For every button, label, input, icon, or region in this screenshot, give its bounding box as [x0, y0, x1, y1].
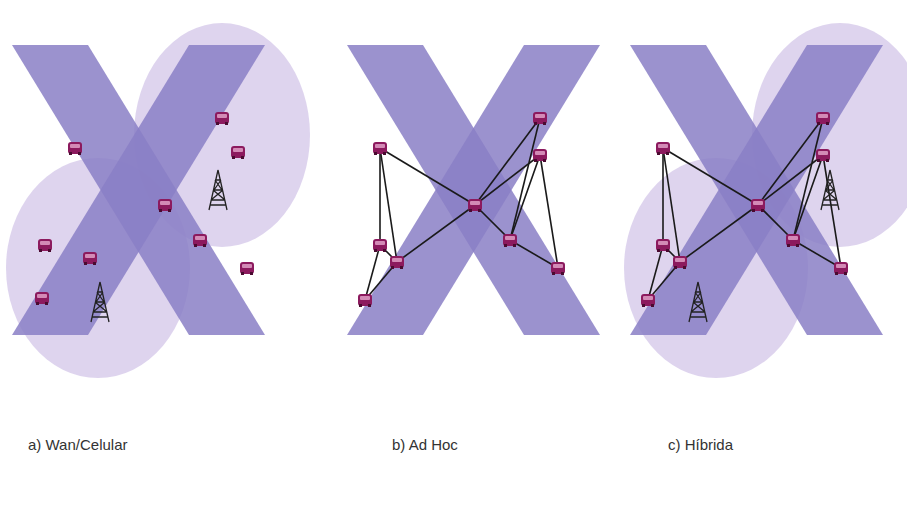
panel-caption: c) Híbrida — [668, 436, 733, 454]
cell-tower — [209, 170, 227, 210]
panel-hybrid — [624, 23, 907, 378]
cell-tower — [689, 282, 707, 322]
road-cross — [347, 45, 600, 335]
vehicles — [35, 112, 254, 305]
road-cross — [12, 45, 265, 335]
panel-caption: b) Ad Hoc — [392, 436, 458, 454]
cell-tower — [821, 170, 839, 210]
cell-coverage — [6, 23, 310, 378]
panel-ad-hoc — [347, 45, 600, 335]
road-cross — [630, 45, 883, 335]
vehicle-links — [365, 118, 558, 300]
panel-wan-cellular — [6, 23, 310, 378]
cell-coverage — [624, 23, 907, 378]
vehicles — [641, 112, 848, 307]
panel-caption: a) Wan/Celular — [28, 436, 127, 454]
vehicle-links — [648, 118, 841, 300]
vehicles — [358, 112, 565, 307]
cell-tower — [91, 282, 109, 322]
